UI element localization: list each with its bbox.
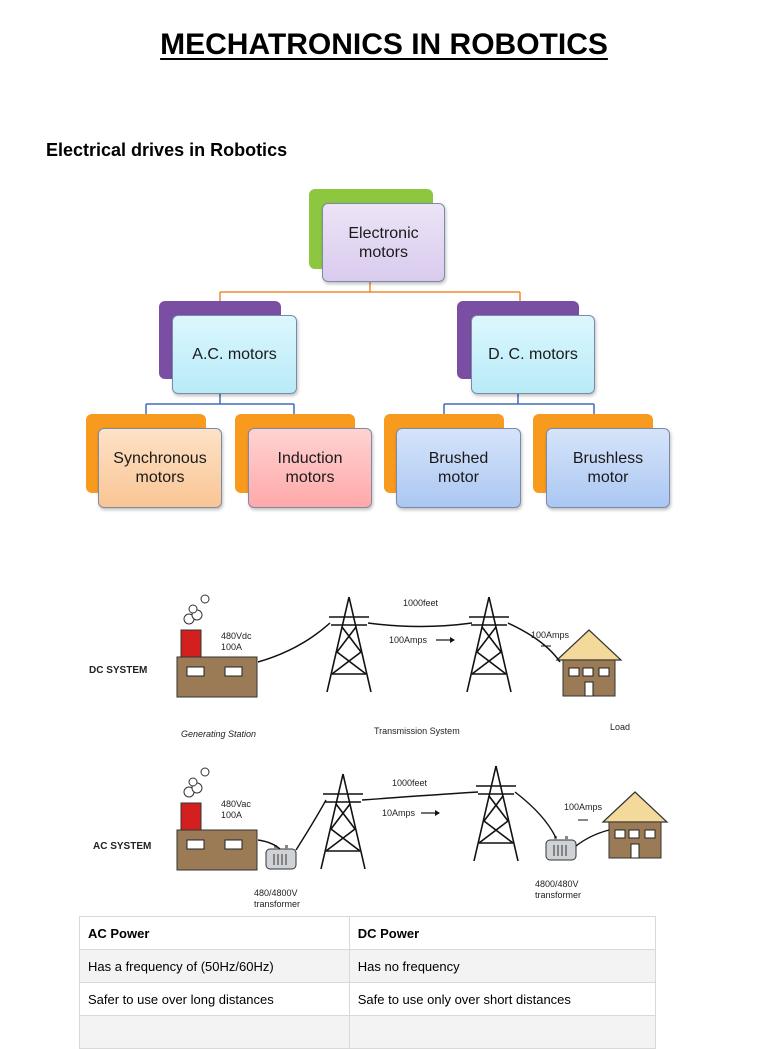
table-header-row: AC Power DC Power [79,916,657,950]
dc-line-current: 100Amps [389,635,428,645]
node-label-line2: motors [285,469,335,486]
column-header: DC Power [348,916,657,950]
node-label-line1: Synchronous [113,450,207,467]
table-row: Has a frequency of (50Hz/60Hz) Has no fr… [79,949,657,983]
table-cell: Has a frequency of (50Hz/60Hz) [79,949,350,983]
node-label-line1: Brushed [428,450,489,467]
node-label-line1: Brushless [572,450,644,467]
step-down-transformer-rating: 4800/480V [535,879,579,889]
node-brushless-motor: Brushless motor [546,428,670,508]
section-heading: Electrical drives in Robotics [46,140,288,160]
node-label-line1: A.C. motors [192,346,277,363]
transmission-system-label: Transmission System [374,726,460,736]
node-label-line1: Induction [277,450,343,467]
node-ac-motors: A.C. motors [172,315,297,394]
dc-load-current: 100Amps [531,630,570,640]
node-synchronous-motors: Synchronous motors [98,428,222,508]
node-dc-motors: D. C. motors [471,315,595,394]
step-down-transformer-label: transformer [535,890,582,900]
table-cell: Has no frequency [348,949,657,983]
ac-source-current: 100A [221,810,243,820]
dc-system-label: DC SYSTEM [89,665,148,676]
node-label-line2: motors [359,243,408,261]
table-row [79,1015,657,1049]
ac-distance: 1000feet [392,778,428,788]
node-induction-motors: Induction motors [248,428,372,508]
table-cell [79,1015,350,1049]
node-label-line1: D. C. motors [488,346,578,363]
node-label-line2: motor [587,469,629,486]
load-label: Load [610,722,631,732]
table-row: Safer to use over long distances Safe to… [79,982,657,1016]
table-cell: Safe to use only over short distances [348,982,657,1016]
dc-distance: 1000feet [403,598,439,608]
node-label-line1: Electronic [348,224,419,242]
table-cell [348,1015,657,1049]
node-electronic-motors: Electronic motors [322,203,445,282]
node-brushed-motor: Brushed motor [396,428,521,508]
column-header: AC Power [79,916,350,950]
step-up-transformer-rating: 480/4800V [254,888,298,898]
node-label-line2: motor [438,469,479,486]
generating-station-label: Generating Station [181,729,257,739]
ac-load-current: 100Amps [564,802,603,812]
ac-dc-comparison-table: AC Power DC Power Has a frequency of (50… [79,916,657,1049]
ac-line-current: 10Amps [382,808,416,818]
dc-source-voltage: 480Vdc [221,631,252,641]
power-diagram-drawing [176,594,668,871]
dc-source-current: 100A [221,642,243,652]
page-title: MECHATRONICS IN ROBOTICS [160,28,608,61]
chart-connectors [145,281,595,414]
step-up-transformer-label: transformer [254,899,301,909]
node-label-line2: motors [135,469,185,486]
ac-source-voltage: 480Vac [221,799,251,809]
table-cell: Safer to use over long distances [79,982,350,1016]
ac-system-label: AC SYSTEM [93,841,152,852]
